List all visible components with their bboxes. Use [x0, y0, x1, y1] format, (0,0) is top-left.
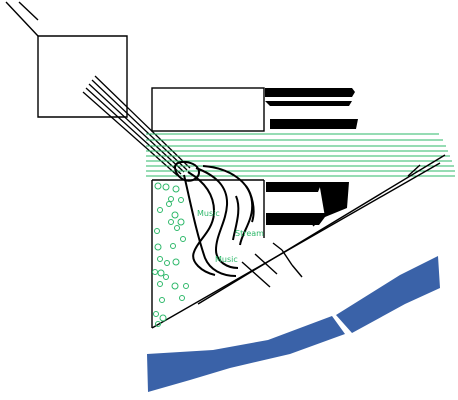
building-block — [266, 213, 328, 225]
label-music-south: Music — [215, 255, 238, 264]
building-block — [270, 119, 358, 129]
river-west-segment — [147, 316, 345, 392]
entry-road — [5, 1, 39, 37]
green-corridor — [146, 133, 455, 177]
building-block — [319, 182, 349, 217]
path-bundle — [82, 75, 191, 177]
streets — [197, 154, 446, 305]
trees — [152, 182, 189, 327]
river — [147, 256, 440, 392]
building-northwest — [37, 35, 128, 118]
river-east-segment — [336, 256, 440, 333]
park-walkways — [173, 160, 255, 277]
building-block — [265, 101, 352, 106]
building-block — [265, 88, 355, 97]
building-blocks-east — [265, 88, 358, 225]
label-stream: Stream — [235, 229, 264, 238]
building-central — [151, 87, 265, 132]
label-music-north: Music — [197, 209, 220, 218]
building-block — [266, 182, 322, 192]
